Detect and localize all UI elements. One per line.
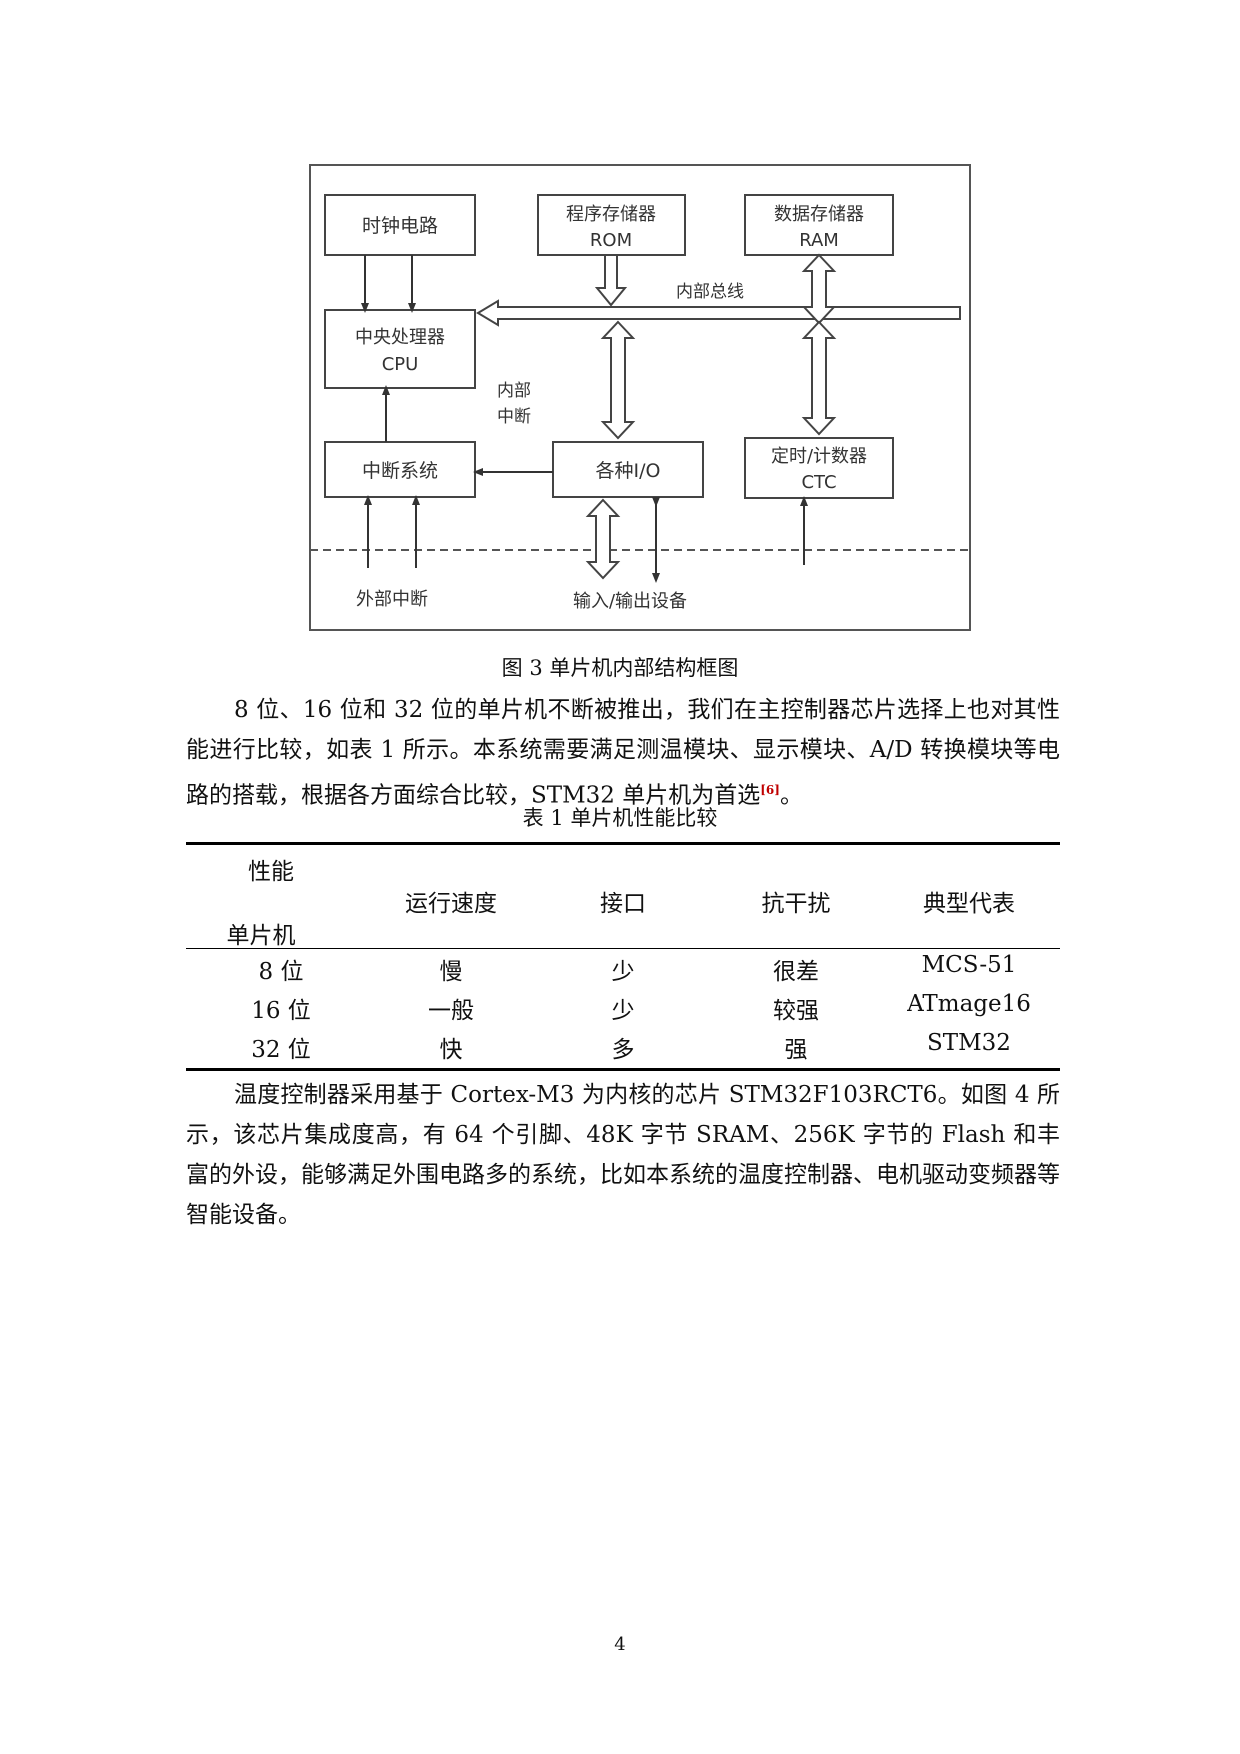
paragraph-1-text: 8 位、16 位和 32 位的单片机不断被推出，我们在主控制器芯片选择上也对其性… bbox=[186, 697, 1060, 809]
row3-speed: 快 bbox=[439, 1037, 463, 1063]
ctc-label-line2: CTC bbox=[801, 472, 836, 493]
citation[interactable]: [6] bbox=[760, 783, 780, 797]
header-representative: 典型代表 bbox=[923, 891, 1015, 917]
rom-label-line2: ROM bbox=[590, 230, 632, 251]
page-number: 4 bbox=[614, 1634, 626, 1655]
io-bus-arrow bbox=[600, 320, 636, 440]
row1-bits: 8 位 bbox=[258, 959, 304, 985]
header-anti-interference: 抗干扰 bbox=[761, 891, 831, 917]
row2-anti: 较强 bbox=[773, 998, 819, 1024]
row1-rep: MCS-51 bbox=[921, 952, 1017, 978]
header-speed: 运行速度 bbox=[405, 891, 497, 917]
ctc-bus-arrow bbox=[801, 320, 837, 436]
ram-bus-arrow bbox=[801, 253, 837, 325]
internal-irq-label-line2: 中断 bbox=[497, 407, 531, 427]
table-top-rule bbox=[186, 842, 1060, 845]
row2-speed: 一般 bbox=[428, 998, 474, 1024]
interrupt-label: 中断系统 bbox=[362, 460, 438, 482]
rom-label-line1: 程序存储器 bbox=[566, 204, 656, 225]
cpu-label-line1: 中央处理器 bbox=[355, 327, 445, 348]
io-block: 各种I/O bbox=[552, 441, 704, 498]
row3-bits: 32 位 bbox=[251, 1037, 311, 1063]
row3-rep: STM32 bbox=[927, 1030, 1011, 1056]
row3-anti: 强 bbox=[784, 1037, 808, 1063]
row3-interface: 多 bbox=[611, 1037, 635, 1063]
row2-bits: 16 位 bbox=[251, 998, 311, 1024]
row2-rep: ATmage16 bbox=[907, 991, 1031, 1017]
io-devices-hollow-arrow bbox=[585, 498, 621, 580]
row1-interface: 少 bbox=[611, 959, 635, 985]
rom-block: 程序存储器 ROM bbox=[537, 194, 686, 256]
ram-block: 数据存储器 RAM bbox=[744, 194, 894, 256]
header-interface: 接口 bbox=[600, 891, 646, 917]
paragraph-1-tail: 。 bbox=[779, 782, 803, 809]
rom-bus-arrow bbox=[594, 254, 628, 307]
internal-irq-label-line1: 内部 bbox=[497, 381, 531, 401]
ram-label-line1: 数据存储器 bbox=[774, 204, 864, 225]
cpu-label-line2: CPU bbox=[382, 354, 419, 375]
clock-label: 时钟电路 bbox=[362, 215, 438, 237]
paragraph-2: 温度控制器采用基于 Cortex-M3 为内核的芯片 STM32F103RCT6… bbox=[186, 1082, 1060, 1228]
external-irq-label: 外部中断 bbox=[356, 589, 428, 610]
io-devices-label: 输入/输出设备 bbox=[573, 591, 687, 612]
ctc-label-line1: 定时/计数器 bbox=[771, 446, 867, 467]
cpu-block: 中央处理器 CPU bbox=[324, 309, 476, 389]
corner-header-bottom: 单片机 bbox=[226, 923, 296, 949]
table-caption: 表 1 单片机性能比较 bbox=[522, 806, 718, 830]
interrupt-block: 中断系统 bbox=[324, 441, 476, 498]
io-label: 各种I/O bbox=[596, 460, 661, 482]
clock-block: 时钟电路 bbox=[324, 194, 476, 256]
figure-caption: 图 3 单片机内部结构框图 bbox=[501, 656, 739, 680]
corner-header-top: 性能 bbox=[248, 859, 294, 885]
row2-interface: 少 bbox=[611, 998, 635, 1024]
mcu-block-diagram: 时钟电路 程序存储器 ROM 数据存储器 RAM 中央处理器 CPU 中断系统 … bbox=[309, 164, 971, 631]
bus-label: 内部总线 bbox=[676, 282, 744, 302]
ram-label-line2: RAM bbox=[799, 230, 839, 251]
paragraph-1: 8 位、16 位和 32 位的单片机不断被推出，我们在主控制器芯片选择上也对其性… bbox=[186, 690, 1060, 816]
row1-anti: 很差 bbox=[773, 959, 819, 985]
internal-bus: 内部总线 bbox=[476, 282, 961, 327]
table-bottom-rule bbox=[186, 1068, 1060, 1071]
ctc-block: 定时/计数器 CTC bbox=[744, 437, 894, 499]
row1-speed: 慢 bbox=[439, 959, 463, 985]
table-mid-rule bbox=[186, 948, 1060, 949]
